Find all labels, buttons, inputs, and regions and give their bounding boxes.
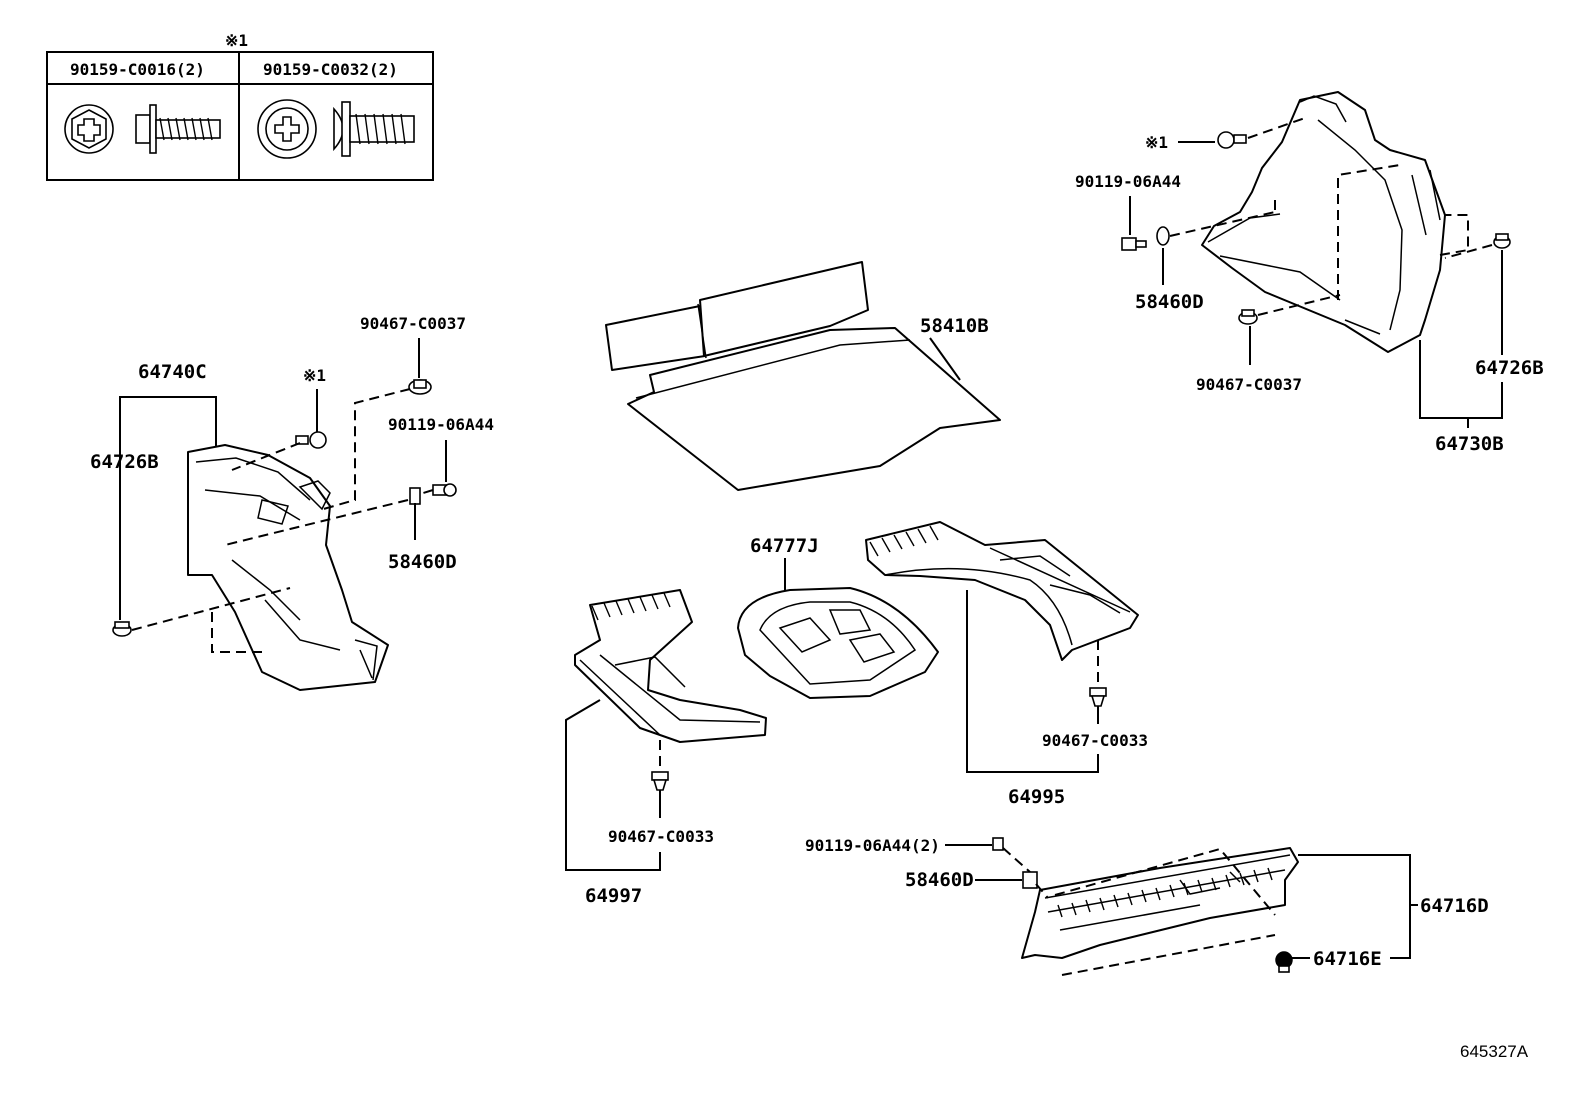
round-screw-head-icon xyxy=(257,99,317,159)
label-64997: 64997 xyxy=(585,885,642,907)
label-mark1-right: ※1 xyxy=(1145,133,1168,152)
clip-64726B-left-icon xyxy=(112,621,132,637)
tray-64777J: 64777J xyxy=(737,535,939,699)
bolt-90119-right-icon xyxy=(1121,237,1147,251)
label-58410B: 58410B xyxy=(920,315,989,337)
label-64716E: 64716E xyxy=(1313,948,1382,970)
label-64726B-left: 64726B xyxy=(90,451,159,473)
bolt-90119-left-icon xyxy=(432,483,457,497)
scuff-plate-64716D: 90119-06A44(2) 58460D 64716D 64716E xyxy=(805,836,1489,976)
nut-58460D-left-icon xyxy=(409,487,421,505)
tray-64995-body xyxy=(865,521,1139,661)
fastener-legend: ※1 90159-C0016(2) 90159-C0032(2) xyxy=(46,31,434,181)
label-64995: 64995 xyxy=(1008,786,1065,808)
clip-90467-C0033-mid-icon xyxy=(1089,687,1107,707)
legend-col-2: 90159-C0032(2) xyxy=(263,60,398,79)
label-90467-C0037-left: 90467-C0037 xyxy=(360,314,466,333)
label-90467-C0033-left: 90467-C0033 xyxy=(608,827,714,846)
right-side-trim-64730B: ※1 90119-06A44 58460D 90467-C0037 xyxy=(1075,91,1544,455)
left-side-trim-64740C: 64740C 64726B ※1 90467-C0037 90119-06A44 xyxy=(90,314,494,691)
right-trim-panel xyxy=(1201,91,1446,353)
legend-col-1: 90159-C0016(2) xyxy=(70,60,205,79)
label-mark1-left: ※1 xyxy=(303,366,326,385)
clip-64716E-icon xyxy=(1275,951,1293,973)
label-58460D-bottom: 58460D xyxy=(905,869,974,891)
figure-id: 645327A xyxy=(1460,1042,1529,1061)
label-64716D: 64716D xyxy=(1420,895,1489,917)
tray-body xyxy=(737,587,939,699)
label-90119-06A44-2: 90119-06A44(2) xyxy=(805,836,940,855)
bolt-90119-bottom-icon xyxy=(992,837,1004,851)
screw-mark1-right-icon xyxy=(1217,131,1247,149)
left-trim-panel xyxy=(187,444,389,691)
label-64730B: 64730B xyxy=(1435,433,1504,455)
trunk-mat-58410B: 58410B xyxy=(605,261,1001,491)
clip-90467-right-icon xyxy=(1238,309,1258,325)
hex-screw-head-icon xyxy=(64,104,114,154)
nut-58460D-right-icon xyxy=(1156,226,1170,246)
clip-90467-C0033-left-icon xyxy=(651,771,669,791)
label-64740C: 64740C xyxy=(138,361,207,383)
label-58460D-right: 58460D xyxy=(1135,291,1204,313)
nut-58460D-bottom-icon xyxy=(1022,871,1038,889)
label-90467-C0037-right: 90467-C0037 xyxy=(1196,375,1302,394)
scuff-plate-body xyxy=(1021,847,1299,959)
tray-64995: 90467-C0033 64995 xyxy=(865,521,1148,808)
hex-screw-side-icon xyxy=(135,104,221,154)
label-90119-06A44-left: 90119-06A44 xyxy=(388,415,494,434)
tray-64997-body xyxy=(574,589,767,743)
clip-90467-left-icon xyxy=(408,379,432,395)
legend-marker: ※1 xyxy=(225,31,248,50)
round-screw-side-icon xyxy=(333,101,415,157)
screw-mark1-left-icon xyxy=(295,431,327,449)
label-64726B-right: 64726B xyxy=(1475,357,1544,379)
label-58460D-left: 58460D xyxy=(388,551,457,573)
label-64777J: 64777J xyxy=(750,535,819,557)
label-90467-C0033-mid: 90467-C0033 xyxy=(1042,731,1148,750)
label-90119-06A44-right: 90119-06A44 xyxy=(1075,172,1181,191)
tray-64997: 90467-C0033 64997 xyxy=(565,589,767,907)
clip-64726B-right-icon xyxy=(1493,233,1511,249)
trunk-mat-panel xyxy=(627,327,1001,491)
